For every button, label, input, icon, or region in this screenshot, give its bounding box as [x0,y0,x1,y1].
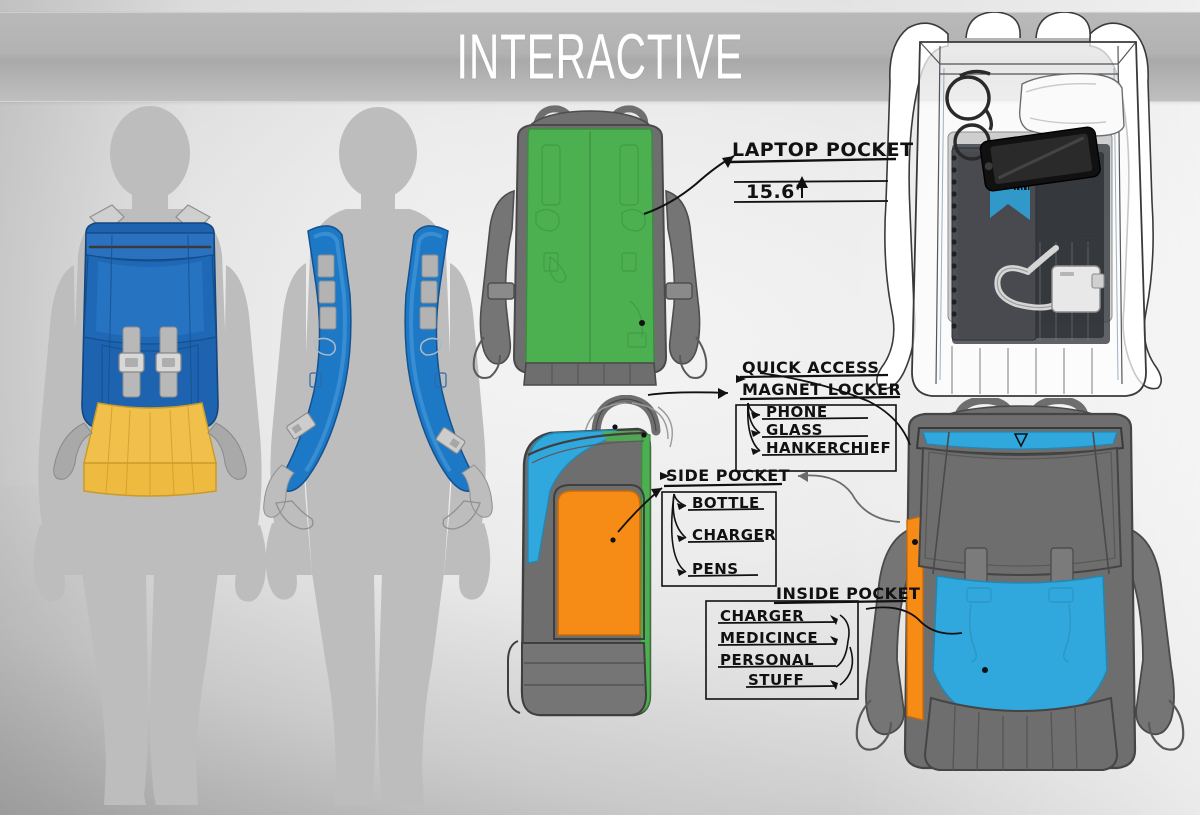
quick-access-item-1: GLASS [766,421,823,439]
inside-pocket-item-3: STUFF [748,671,804,689]
handkerchief-item [1018,73,1125,138]
quick-access-slot [922,431,1118,450]
worn-backpack-front-view [263,107,493,805]
annotation-inside-pocket: INSIDE POCKET CHARGER MEDICINCE PERSONAL… [705,584,963,700]
inside-pocket-title: INSIDE POCKET [776,584,920,603]
page-title: INTERACTIVE [456,21,744,93]
inside-pocket-highlight [932,575,1108,717]
backpack-buckle-straps [118,326,182,398]
shoulder-straps [263,225,493,530]
side-pocket-item-1: CHARGER [692,526,776,544]
quick-access-subtitle: MAGNET LOCKER [742,380,901,399]
quick-access-item-0: PHONE [766,403,828,421]
annotation-laptop-pocket: LAPTOP POCKET 15.6" [643,139,914,215]
quick-access-title: QUICK ACCESS [742,358,879,377]
worn-backpack-back-view [33,106,267,805]
laptop-pocket-dimension: 15.6" [746,181,805,203]
quick-access-zone [527,429,618,564]
annotation-side-pocket: SIDE POCKET BOTTLE CHARGER PENS [617,466,901,587]
laptop-pocket-title: LAPTOP POCKET [732,139,914,161]
quick-access-item-2: HANKERCHIEF [766,439,891,457]
inside-pocket-item-1: MEDICINCE [720,629,818,647]
backpack-front-pockets-view [855,398,1185,771]
charger-item [994,245,1105,313]
backpack-blue-body [53,204,247,497]
xray-backpack-contents-view [876,12,1162,397]
annotation-quick-access: QUICK ACCESS MAGNET LOCKER PHONE GLASS H… [647,358,911,472]
side-pocket-item-2: PENS [692,560,739,578]
backpack-bottom-panel-yellow [83,402,217,497]
side-pocket-zone [557,490,641,636]
backpack-back-panel-view [472,105,708,386]
side-pocket-item-0: BOTTLE [692,494,760,512]
phone-item [979,126,1101,192]
inside-pocket-item-0: CHARGER [720,607,804,625]
side-pocket-title: SIDE POCKET [666,466,790,485]
inside-pocket-item-2: PERSONAL [720,651,814,669]
backpack-side-profile-view [507,395,673,717]
